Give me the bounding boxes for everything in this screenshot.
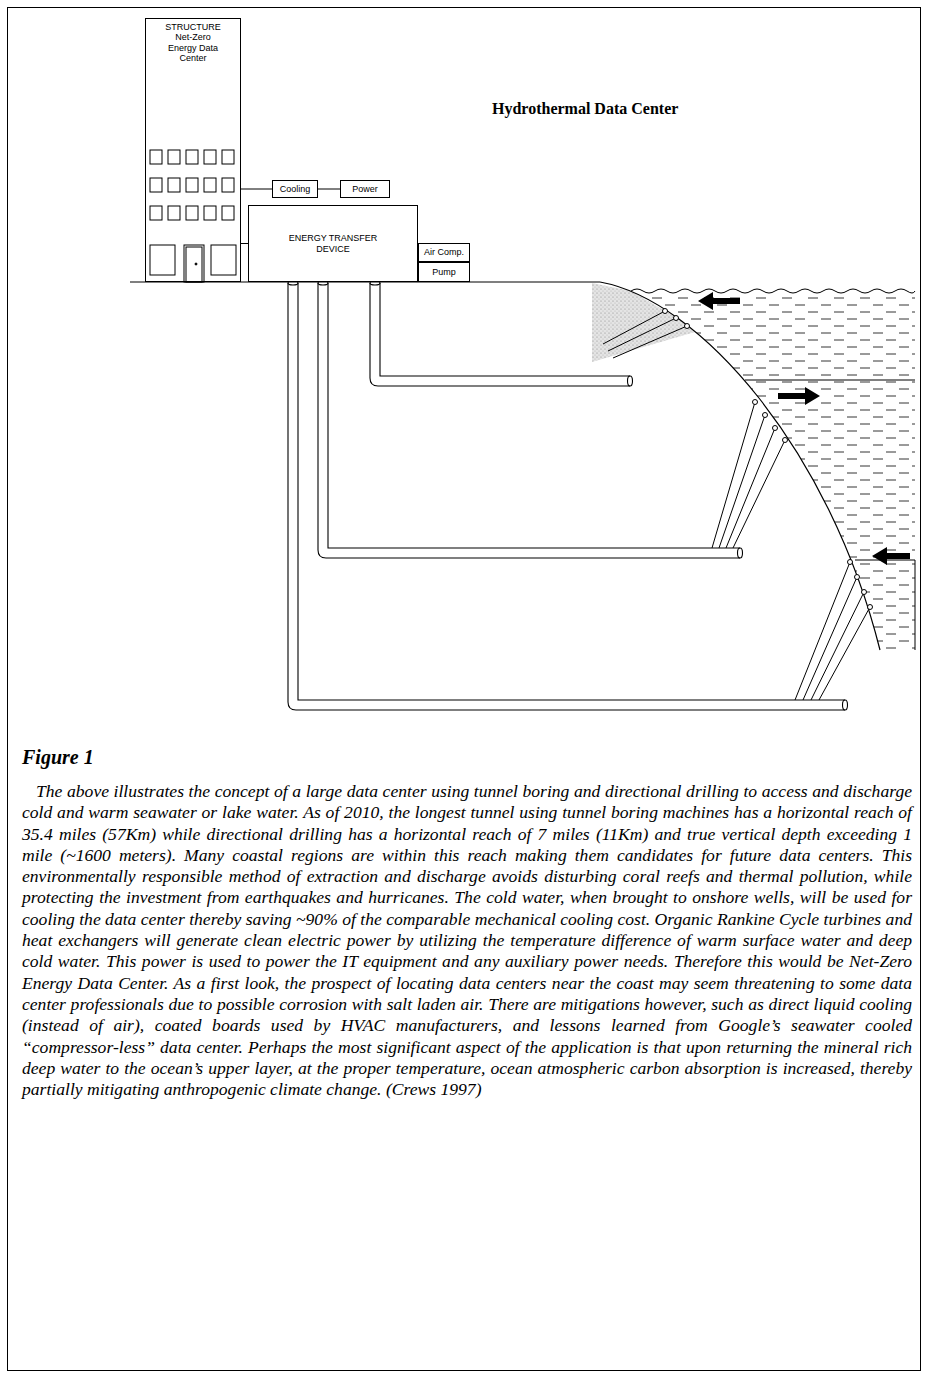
building-box: STRUCTURENet-Zero Energy Data Center [145,18,241,282]
drill-bores [603,311,870,700]
figure-caption: Figure 1 [22,746,94,769]
pipes [288,281,848,710]
flow-arrows [698,292,910,565]
ground [130,282,880,650]
node-label: Cooling [280,184,311,194]
connector-line [318,189,340,190]
power-box: Power [340,180,390,198]
compressor-box: Air Comp. [418,243,470,262]
cooling-box: Cooling [272,180,318,198]
connector-line [241,189,272,190]
node-label: Pump [432,267,456,277]
transfer-device-box: ENERGY TRANSFER DEVICE [248,205,418,282]
node-label: Air Comp. [424,247,464,257]
node-label: ENERGY TRANSFER DEVICE [287,233,379,254]
node-label: Net-Zero Energy Data Center [162,32,224,63]
building-facade [150,150,236,282]
node-label: Power [352,184,378,194]
node-label: STRUCTURE [165,22,221,32]
bore-ends [663,309,873,610]
pump-box: Pump [418,262,470,282]
caption-paragraph: The above illustrates the concept of a l… [22,781,912,1100]
fill-zone [592,283,695,362]
connector-line [241,243,248,244]
diagram-title: Hydrothermal Data Center [492,100,678,118]
